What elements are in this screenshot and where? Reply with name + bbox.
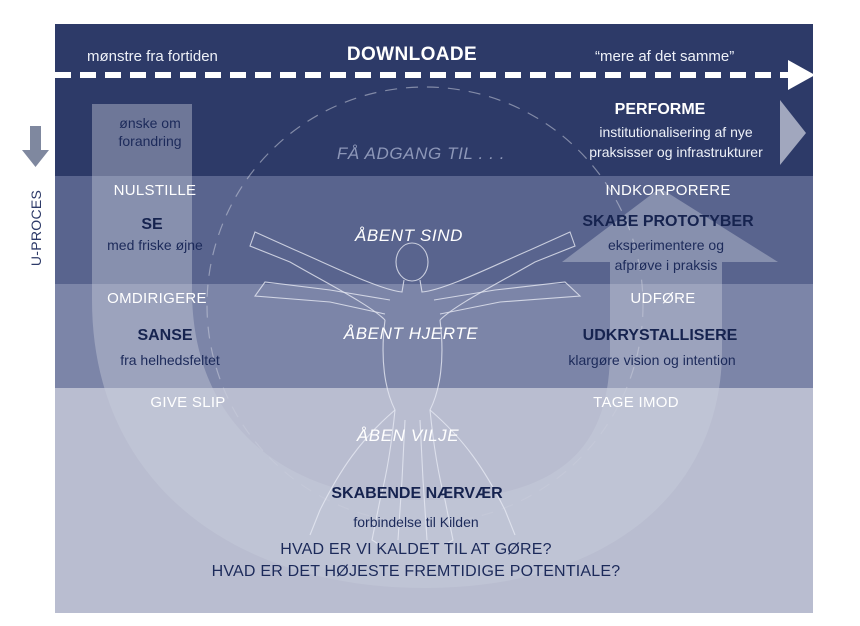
download-heading: DOWNLOADE xyxy=(346,44,478,65)
sanse-sub: fra helhedsfeltet xyxy=(120,352,220,368)
tage-imod-label: TAGE IMOD xyxy=(593,394,679,411)
udkrystallisere-sub: klargøre vision og intention xyxy=(568,352,736,368)
skabende-sub: forbindelse til Kilden xyxy=(353,514,479,530)
udfore-label: UDFØRE xyxy=(630,290,696,307)
open-mind-label: ÅBENT SIND xyxy=(354,226,464,245)
performe-sub-2: praksisser og infrastrukturer xyxy=(589,144,763,160)
u-arrow-icon xyxy=(92,104,778,588)
header-left-text: mønstre fra fortiden xyxy=(87,48,218,65)
down-arrow-icon xyxy=(22,126,49,167)
performe-heading: PERFORME xyxy=(614,101,706,118)
skabende-heading: SKABENDE NÆRVÆR xyxy=(331,485,503,502)
skabe-sub-1: eksperimentere og xyxy=(608,237,724,253)
open-will-label: ÅBEN VILJE xyxy=(356,426,460,445)
wish-line-2: forandring xyxy=(118,133,182,149)
indkorporere-label: INDKORPORERE xyxy=(605,182,731,199)
dashed-circle-icon xyxy=(206,86,644,524)
band-open-will xyxy=(55,388,813,613)
question-1: HVAD ER VI KALDET TIL AT GØRE? xyxy=(280,541,552,558)
band-open-mind xyxy=(55,176,813,284)
open-heart-label: ÅBENT HJERTE xyxy=(343,324,479,343)
omdirigere-label: OMDIRIGERE xyxy=(107,290,207,307)
skabe-sub-2: afprøve i praksis xyxy=(614,257,718,273)
wish-line-1: ønske om xyxy=(119,115,181,131)
question-2: HVAD ER DET HØJESTE FREMTIDIGE POTENTIAL… xyxy=(211,563,621,580)
give-slip-label: GIVE SLIP xyxy=(150,394,226,411)
right-chevron-icon xyxy=(780,100,806,165)
se-sub: med friske øjne xyxy=(107,237,203,253)
u-proces-label: U-PROCES xyxy=(28,189,44,267)
udkrystallisere-heading: UDKRYSTALLISERE xyxy=(582,327,738,344)
se-heading: SE xyxy=(141,216,163,233)
adgang-label: FÅ ADGANG TIL . . . xyxy=(336,144,506,163)
vitruvian-figure-icon xyxy=(249,231,582,546)
performe-sub-1: institutionalisering af nye xyxy=(599,124,753,140)
band-open-heart xyxy=(55,284,813,388)
header-right-text: “mere af det samme” xyxy=(595,48,735,65)
sanse-heading: SANSE xyxy=(137,327,193,344)
nulstille-label: NULSTILLE xyxy=(113,182,197,199)
band-download xyxy=(55,24,813,176)
skabe-heading: SKABE PROTOTYBER xyxy=(582,213,754,230)
